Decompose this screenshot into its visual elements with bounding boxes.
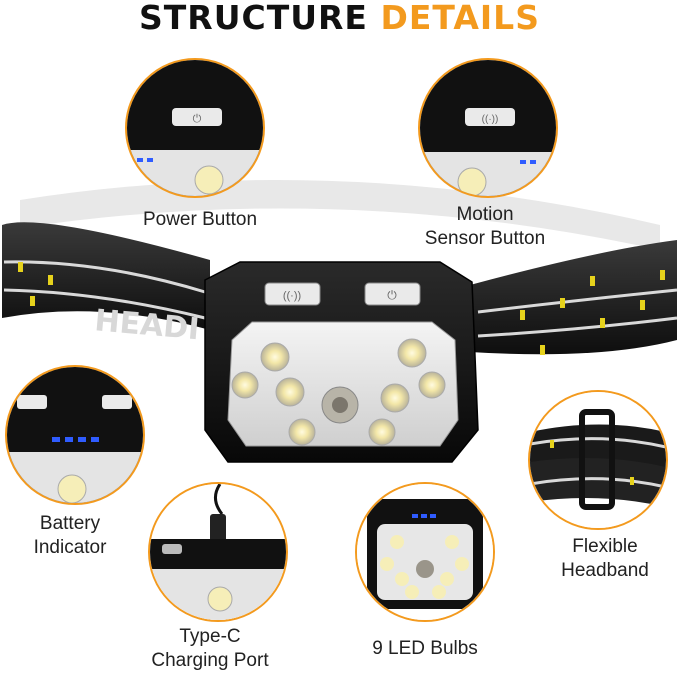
power-button xyxy=(364,282,421,306)
label-battery-indicator: Battery Indicator xyxy=(0,512,140,560)
usb-c-port-closeup-icon xyxy=(150,484,286,620)
led-array-closeup-icon xyxy=(357,484,493,620)
page-title: STRUCTURE DETAILS xyxy=(0,0,679,36)
callout-power-button: ⏻ xyxy=(125,58,265,198)
svg-text:⏻: ⏻ xyxy=(193,113,202,125)
headband-right xyxy=(470,240,677,355)
label-motion-sensor-line1: Motion xyxy=(456,204,514,225)
label-charging-line1: Type-C xyxy=(179,626,241,647)
label-charging-port: Type-C Charging Port xyxy=(130,625,290,673)
power-button-closeup-icon: ⏻ xyxy=(127,60,263,196)
title-word-structure: STRUCTURE xyxy=(139,0,368,37)
svg-text:⏻: ⏻ xyxy=(387,288,397,302)
label-motion-sensor-line2: Sensor Button xyxy=(424,228,546,249)
reflective-stripes-right xyxy=(477,288,678,338)
label-led-bulbs: 9 LED Bulbs xyxy=(372,638,478,659)
label-battery-line1: Battery xyxy=(39,513,101,534)
label-power-button: Power Button xyxy=(142,209,258,230)
motion-sensor-button xyxy=(264,282,321,306)
callout-led-bulbs xyxy=(355,482,495,622)
svg-text:((·)): ((·)) xyxy=(482,114,499,125)
title-word-details: DETAILS xyxy=(380,0,540,37)
callout-battery-indicator xyxy=(5,365,145,505)
reflective-stripes-left xyxy=(3,260,206,320)
headband-buckle-closeup-icon xyxy=(530,392,666,528)
label-motion-sensor: Motion Sensor Button xyxy=(400,203,570,251)
motion-sensor-closeup-icon: ((·)) xyxy=(420,60,556,196)
label-charging-line2: Charging Port xyxy=(151,650,269,671)
callout-motion-sensor: ((·)) xyxy=(418,58,558,198)
callout-charging-port xyxy=(148,482,288,622)
label-headband: Flexible Headband xyxy=(540,535,670,583)
battery-indicator-closeup-icon xyxy=(7,367,143,503)
headband-left xyxy=(2,222,210,330)
label-battery-line2: Indicator xyxy=(33,537,107,558)
svg-text:((·)): ((·)) xyxy=(283,290,301,302)
label-headband-line1: Flexible xyxy=(572,536,638,557)
callout-headband xyxy=(528,390,668,530)
label-headband-line2: Headband xyxy=(561,560,649,581)
headband-back xyxy=(20,180,660,250)
led-bulbs xyxy=(231,338,446,446)
band-yellow-marks xyxy=(18,262,665,355)
